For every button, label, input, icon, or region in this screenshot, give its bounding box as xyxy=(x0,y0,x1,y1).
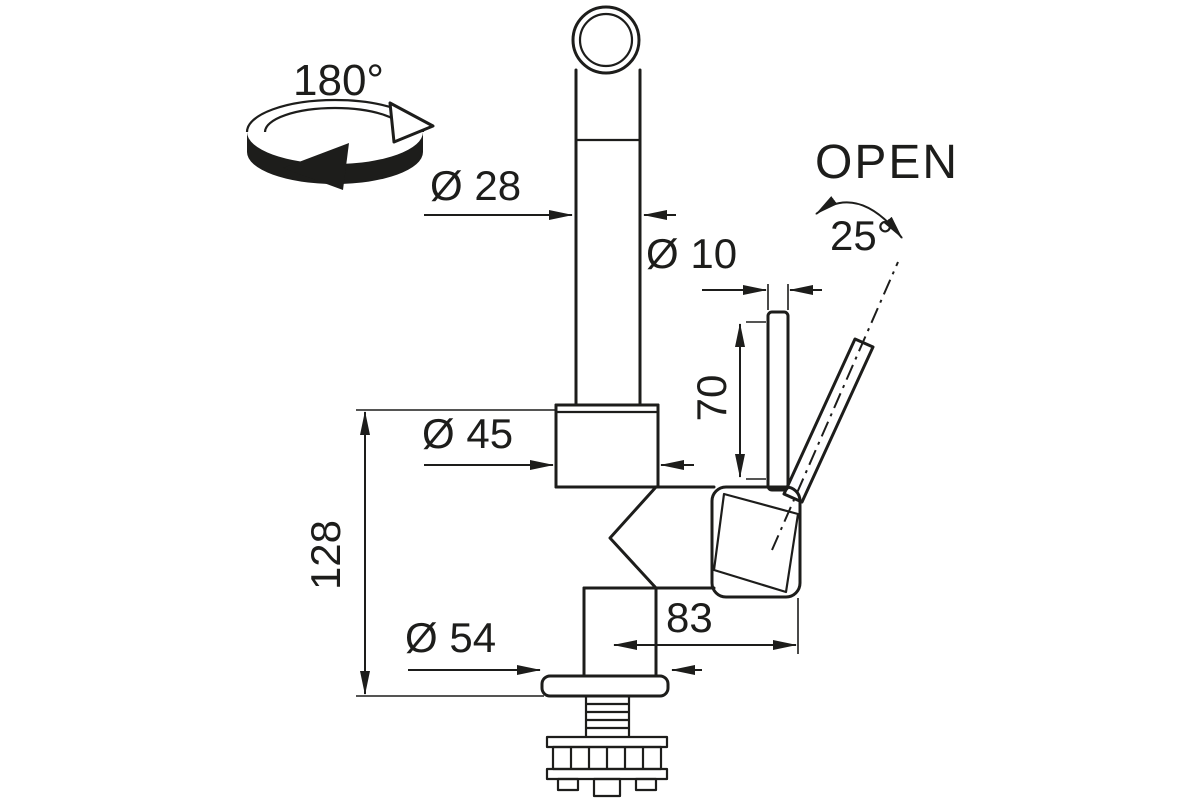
joint-wedge xyxy=(608,485,658,590)
open-label: OPEN xyxy=(815,136,959,189)
faucet-body xyxy=(540,5,716,798)
lever-open-position xyxy=(782,337,875,504)
base-diameter-label: Ø 54 xyxy=(405,614,496,661)
dim-body-diameter: Ø 45 xyxy=(422,410,694,470)
body-diameter-label: Ø 45 xyxy=(422,410,513,457)
mount-center-block xyxy=(592,777,622,798)
total-height-label: 128 xyxy=(302,520,349,590)
dim-lever-length: 70 xyxy=(688,321,766,480)
rotation-symbol: 180° xyxy=(245,56,435,190)
rotation-ring-inner-arc xyxy=(263,106,407,133)
rotation-arrow-ccw-icon xyxy=(283,143,349,190)
spout-head-inner xyxy=(578,12,634,68)
rotation-arrow-cw-icon xyxy=(388,101,435,144)
lever-collar xyxy=(712,492,800,594)
lever-length-label: 70 xyxy=(688,375,735,422)
rotation-label: 180° xyxy=(293,56,384,105)
handle-reach-label: 83 xyxy=(666,594,713,641)
mount-foot-left xyxy=(556,777,580,792)
angle-arc xyxy=(815,196,903,239)
mount-plate-bottom xyxy=(545,767,669,781)
lever-diameter-label: Ø 10 xyxy=(646,230,737,277)
lever-open-centerline xyxy=(771,261,899,551)
spout-diameter-label: Ø 28 xyxy=(430,162,521,209)
lever-housing xyxy=(710,485,802,599)
mount-foot-right xyxy=(634,777,658,792)
rotation-ring-band xyxy=(247,132,423,184)
dim-open-angle: OPEN 25° xyxy=(815,136,959,259)
lever-closed-position xyxy=(766,310,790,492)
base-flange xyxy=(540,674,670,698)
handle-lever xyxy=(710,261,899,599)
dim-handle-reach: 83 xyxy=(613,594,799,654)
dim-base-diameter: Ø 54 xyxy=(405,614,702,675)
dim-total-height: 128 xyxy=(302,409,556,697)
dim-lever-diameter: Ø 10 xyxy=(646,230,822,310)
mount-plate-top xyxy=(545,735,669,749)
spout-head-outer xyxy=(571,5,641,75)
dim-spout-diameter: Ø 28 xyxy=(424,162,676,220)
